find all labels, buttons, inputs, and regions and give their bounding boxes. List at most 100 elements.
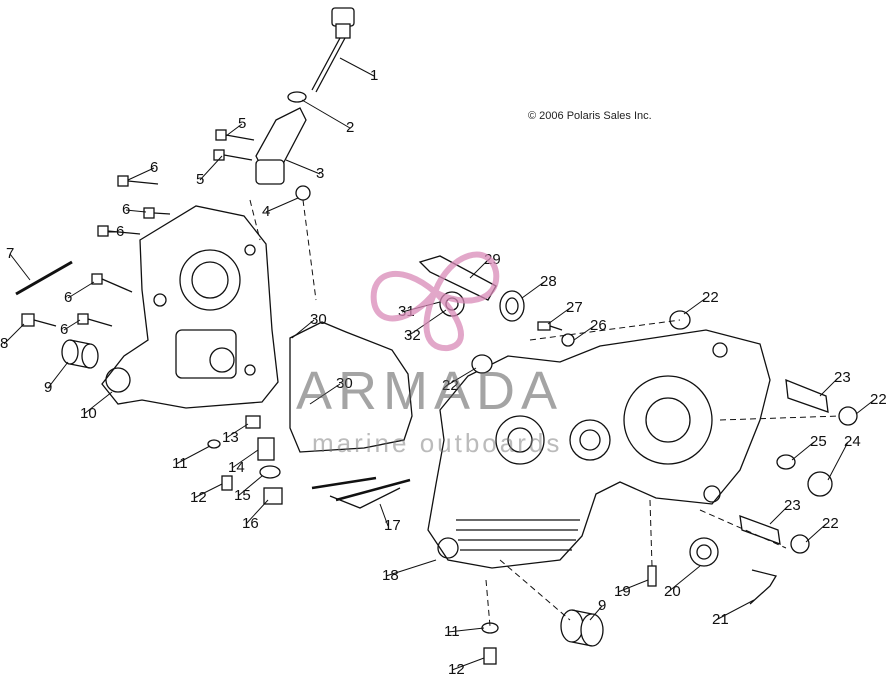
drain-plug-part [245, 415, 283, 505]
stud-part [15, 260, 73, 296]
leader-line [451, 657, 485, 671]
right-crankcase [427, 329, 771, 569]
bushing-part [61, 339, 99, 369]
dowel-part [207, 439, 233, 491]
callout-6c: 6 [116, 223, 124, 240]
callout-2: 2 [346, 119, 354, 136]
leader-line [285, 159, 321, 175]
bolt-8-part [21, 313, 57, 327]
filler-tube-part [255, 107, 307, 185]
leader-line [769, 505, 789, 525]
leader-line [521, 281, 545, 299]
callout-5a: 5 [238, 115, 246, 132]
leader-line [47, 361, 69, 389]
callout-15: 15 [234, 487, 251, 504]
leader-line [667, 565, 701, 593]
left-crankcase-cover [101, 205, 279, 409]
bolt-part [213, 129, 255, 161]
callout-12a: 12 [190, 489, 207, 506]
copyright-notice: © 2006 Polaris Sales Inc. [528, 110, 652, 122]
callout-1: 1 [370, 67, 378, 84]
callout-22d: 22 [822, 515, 839, 532]
callout-6d: 6 [64, 289, 72, 306]
callout-13: 13 [222, 429, 239, 446]
leader-line [589, 605, 603, 621]
callout-21: 21 [712, 611, 729, 628]
leader-line [617, 579, 649, 593]
callout-11b: 11 [444, 623, 460, 640]
leader-line [547, 307, 571, 325]
washer-part [295, 185, 311, 201]
callout-28: 28 [540, 273, 557, 290]
callout-23a: 23 [834, 369, 851, 386]
leader-line [683, 297, 707, 315]
leader-line [175, 445, 211, 465]
callout-5b: 5 [196, 171, 204, 188]
bolt-set-part [77, 175, 171, 327]
callout-17: 17 [384, 517, 401, 534]
leader-line [67, 281, 95, 299]
small-bolt-part [537, 321, 575, 347]
leader-line [573, 325, 595, 341]
leader-line [447, 627, 485, 633]
callout-4: 4 [262, 203, 270, 220]
long-stud-part [311, 476, 411, 509]
leader-line [3, 323, 25, 345]
callout-20: 20 [664, 583, 681, 600]
callout-16: 16 [242, 515, 259, 532]
leader-line [805, 523, 827, 543]
leader-line [791, 441, 815, 461]
leader-line [237, 475, 263, 497]
callout-6a: 6 [150, 159, 158, 176]
bushing-lower-part [560, 609, 604, 647]
callout-8: 8 [0, 335, 8, 352]
callout-26: 26 [590, 317, 607, 334]
leader-line [125, 209, 147, 213]
leader-line [225, 123, 243, 137]
callout-12b: 12 [448, 661, 465, 676]
callout-32: 32 [404, 327, 421, 344]
leader-line [199, 155, 223, 181]
callout-6b: 6 [122, 201, 130, 218]
leader-line [245, 499, 269, 525]
callout-27: 27 [566, 299, 583, 316]
o-ring-part [287, 91, 307, 103]
callout-22c: 22 [870, 391, 887, 408]
callout-7: 7 [6, 245, 14, 262]
leader-line [385, 559, 437, 577]
callout-22a: 22 [702, 289, 719, 306]
gasket-part [289, 321, 413, 453]
assembly-lines [249, 199, 841, 627]
leader-line [855, 399, 875, 415]
leader-line [445, 367, 477, 387]
callout-9b: 9 [598, 597, 606, 614]
leader-line [819, 377, 839, 397]
callout-19: 19 [614, 583, 631, 600]
leader-line [301, 99, 351, 129]
callout-10: 10 [80, 405, 97, 422]
callout-14: 14 [228, 459, 245, 476]
leader-line [83, 391, 113, 415]
watermark-title: ARMADA [296, 361, 564, 421]
leader-line [9, 253, 31, 281]
leader-line [127, 167, 155, 181]
leader-line [339, 57, 375, 77]
leader-line [309, 383, 341, 405]
leader-line [379, 503, 389, 527]
callout-24: 24 [844, 433, 861, 450]
leader-line [225, 423, 249, 439]
leader-line [827, 441, 849, 481]
dipstick-part [311, 7, 355, 93]
callout-30a: 30 [310, 311, 327, 328]
watermark-propeller-icon [370, 251, 500, 352]
callout-3: 3 [316, 165, 324, 182]
leader-line [469, 259, 489, 279]
callout-23b: 23 [784, 497, 801, 514]
callout-22b: 22 [442, 377, 459, 394]
callout-9a: 9 [44, 379, 52, 396]
leader-line [291, 319, 315, 339]
callout-6e: 6 [60, 321, 68, 338]
leader-line [63, 319, 81, 331]
